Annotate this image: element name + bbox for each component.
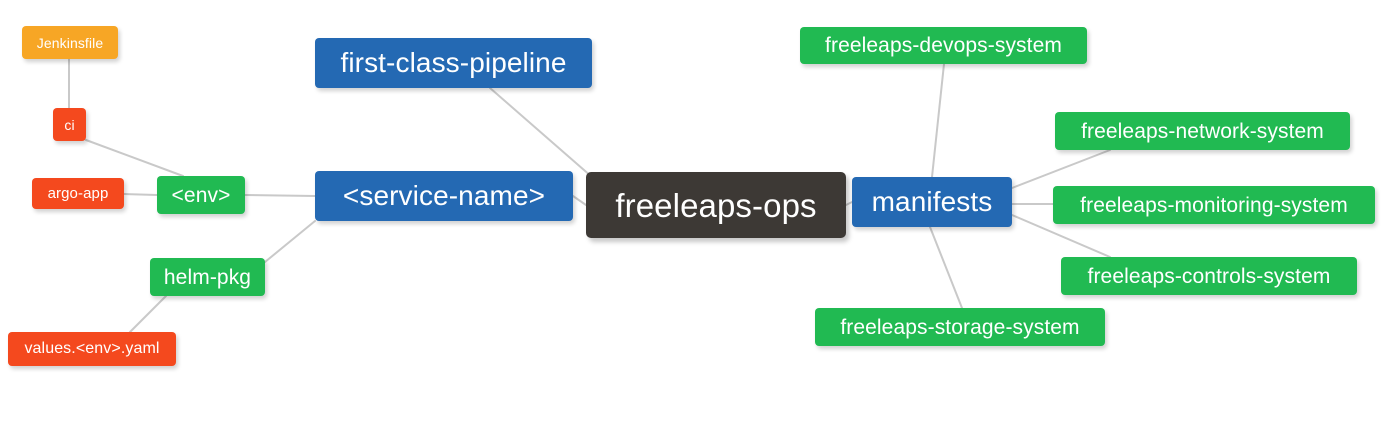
node-freeleaps-controls-system[interactable]: freeleaps-controls-system bbox=[1061, 257, 1357, 295]
edge-manifests-to-freeleaps-devops-system bbox=[931, 63, 945, 178]
edge-freeleaps-ops-to-manifests bbox=[845, 201, 853, 206]
node-helm-pkg[interactable]: helm-pkg bbox=[150, 258, 265, 296]
node-label: freeleaps-devops-system bbox=[825, 34, 1062, 57]
edge-manifests-to-freeleaps-controls-system bbox=[1011, 214, 1111, 258]
node-freeleaps-network-system[interactable]: freeleaps-network-system bbox=[1055, 112, 1350, 150]
node-label: argo-app bbox=[47, 185, 109, 202]
edge-env-to-argo-app bbox=[123, 193, 158, 196]
node-values-yaml[interactable]: values.<env>.yaml bbox=[8, 332, 176, 366]
node-label: freeleaps-ops bbox=[615, 186, 817, 224]
node-freeleaps-ops[interactable]: freeleaps-ops bbox=[586, 172, 846, 238]
edge-service-name-to-env bbox=[244, 194, 316, 197]
node-jenkinsfile[interactable]: Jenkinsfile bbox=[22, 26, 118, 59]
node-freeleaps-monitoring-system[interactable]: freeleaps-monitoring-system bbox=[1053, 186, 1375, 224]
node-ci[interactable]: ci bbox=[53, 108, 86, 141]
node-freeleaps-storage-system[interactable]: freeleaps-storage-system bbox=[815, 308, 1105, 346]
edge-freeleaps-ops-to-service-name bbox=[572, 195, 587, 206]
node-label: freeleaps-network-system bbox=[1081, 119, 1324, 143]
node-service-name[interactable]: <service-name> bbox=[315, 171, 573, 221]
node-argo-app[interactable]: argo-app bbox=[32, 178, 124, 209]
edge-manifests-to-freeleaps-network-system bbox=[1011, 149, 1111, 189]
node-label: freeleaps-storage-system bbox=[840, 315, 1080, 339]
node-env[interactable]: <env> bbox=[157, 176, 245, 214]
node-first-class-pipeline[interactable]: first-class-pipeline bbox=[315, 38, 592, 88]
edge-manifests-to-freeleaps-storage-system bbox=[929, 226, 963, 309]
node-label: <service-name> bbox=[342, 180, 546, 211]
node-label: first-class-pipeline bbox=[340, 47, 567, 78]
node-label: manifests bbox=[871, 186, 993, 217]
node-label: freeleaps-controls-system bbox=[1087, 264, 1331, 288]
edge-helm-pkg-to-values-yaml bbox=[129, 295, 167, 333]
node-label: <env> bbox=[171, 183, 231, 207]
node-label: freeleaps-monitoring-system bbox=[1080, 193, 1348, 217]
node-label: values.<env>.yaml bbox=[24, 340, 160, 357]
node-manifests[interactable]: manifests bbox=[852, 177, 1012, 227]
node-label: ci bbox=[64, 116, 75, 133]
edge-service-name-to-helm-pkg bbox=[264, 220, 316, 263]
edge-env-to-ci bbox=[85, 139, 184, 177]
node-freeleaps-devops-system[interactable]: freeleaps-devops-system bbox=[800, 27, 1087, 64]
node-label: helm-pkg bbox=[163, 265, 252, 289]
edge-service-name-to-first-class-pipeline bbox=[489, 87, 593, 178]
node-label: Jenkinsfile bbox=[36, 34, 104, 51]
